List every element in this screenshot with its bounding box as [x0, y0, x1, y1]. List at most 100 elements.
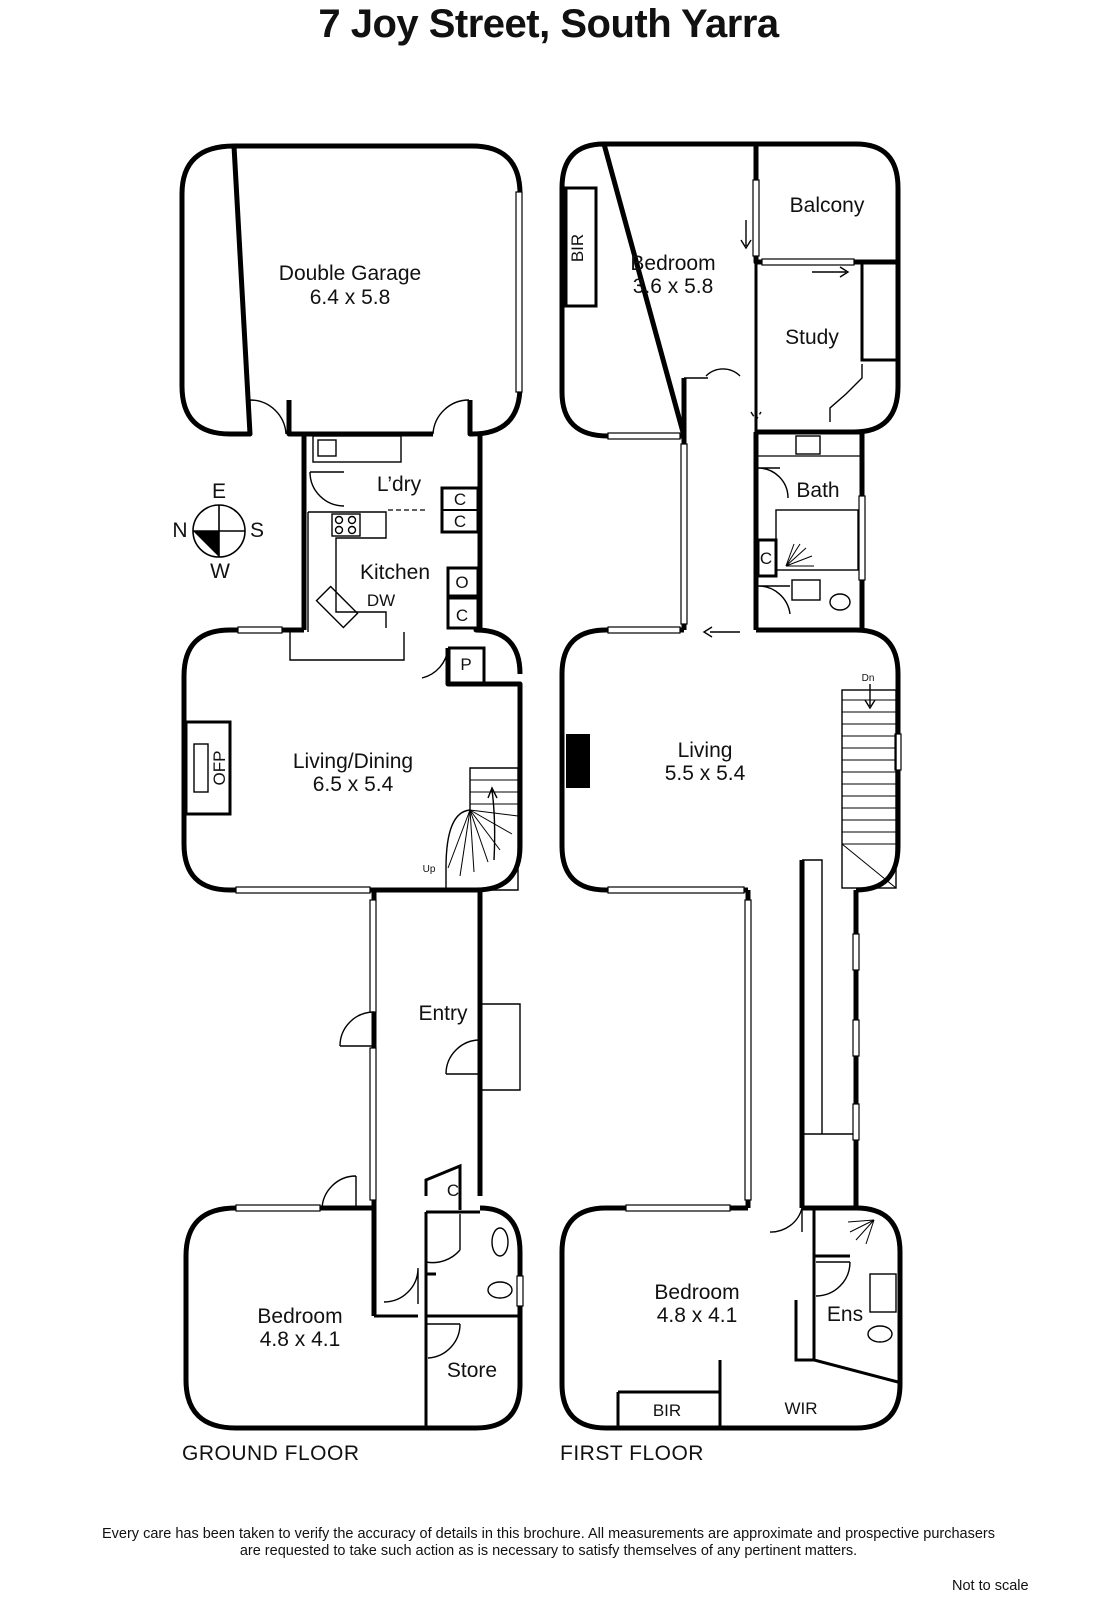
burner-2: [347, 515, 357, 525]
fireplace-outer: [184, 720, 232, 816]
garage-door-swing-right: [432, 399, 470, 435]
ofp-label: OFP: [210, 751, 229, 786]
oven-label: O: [455, 573, 468, 592]
disclaimer: Every care has been taken to verify the …: [0, 1526, 1097, 1560]
bedroom-walls: [183, 1205, 523, 1431]
ens-door-swing: [815, 1261, 851, 1297]
ens-label: Ens: [827, 1303, 863, 1326]
bedroom2-door-swing: [769, 1207, 803, 1233]
compass-e: E: [212, 480, 226, 503]
wc-basin: [791, 579, 821, 601]
fireplace: [566, 734, 590, 788]
entry-label: Entry: [418, 1002, 468, 1025]
wc-toilet-1: [491, 1227, 509, 1257]
cupboard-label-1: C: [454, 490, 466, 509]
compass-pointer: [193, 531, 219, 557]
bath-window: [858, 495, 866, 581]
cupboard-label-3: C: [456, 606, 468, 625]
wc-toilet-2: [487, 1281, 513, 1299]
study-door: [761, 258, 855, 266]
cupboard-label-2: C: [454, 512, 466, 531]
entry-window-upper: [369, 899, 377, 1013]
disclaimer-line-1: Every care has been taken to verify the …: [101, 1526, 995, 1542]
first-living-window-top: [607, 626, 681, 634]
ground-stair: [445, 767, 519, 891]
living-window-bottom: [235, 886, 371, 894]
floor-plan: E N S W Double Garage 6.4 x 5.8 L’dry C …: [172, 141, 903, 1465]
ground-floor: [179, 143, 524, 1431]
bath-label: Bath: [796, 479, 839, 502]
disclaimer-line-2: are requested to take such action as is …: [239, 1543, 858, 1559]
living-walls: [181, 627, 523, 893]
entry-window-lower: [369, 1047, 377, 1201]
burner-3: [334, 525, 344, 535]
hall-door-swing: [383, 1267, 419, 1304]
kitchen-sink: [315, 585, 359, 629]
bir-closet: [564, 186, 598, 308]
page-title: 7 Joy Street, South Yarra: [318, 2, 779, 46]
first-side-window-2: [852, 1019, 860, 1057]
pantry-label: P: [460, 655, 471, 674]
store-walls: [424, 1314, 520, 1428]
bedroom2-window: [625, 1204, 731, 1212]
bedroom1-size: 3.6 x 5.8: [633, 275, 714, 298]
bir-label-2: BIR: [653, 1401, 681, 1420]
oven-box: [446, 566, 480, 598]
up-label: Up: [423, 864, 436, 875]
bath-cupboard: [756, 538, 778, 578]
laundry-tub: [312, 435, 402, 463]
garage-door: [515, 191, 523, 393]
bedroom-window: [235, 1204, 321, 1212]
first-living-name: Living: [678, 739, 733, 762]
burner-1: [334, 515, 344, 525]
fireplace-inner: [193, 743, 209, 793]
first-side-window-3: [852, 1103, 860, 1141]
hall-cupboard: [424, 1163, 462, 1210]
bedroom-size: 4.8 x 4.1: [260, 1328, 341, 1351]
store-label: Store: [447, 1359, 497, 1382]
living-name: Living/Dining: [293, 750, 413, 773]
living-size: 6.5 x 5.4: [313, 773, 394, 796]
bir-label: BIR: [568, 234, 587, 262]
compass: [192, 504, 246, 558]
bath-vanity: [795, 435, 821, 455]
stair-arrow: [487, 786, 498, 861]
compass-s: S: [250, 519, 264, 542]
labels: E N S W Double Garage 6.4 x 5.8 L’dry C …: [172, 194, 874, 1465]
bedroom1-name: Bedroom: [630, 252, 715, 275]
bath-window: [516, 1275, 524, 1307]
wc-door-swing-2: [757, 585, 791, 615]
porch: [480, 1003, 521, 1091]
dn-arrow: [864, 684, 876, 710]
first-floor-label: FIRST FLOOR: [560, 1442, 704, 1465]
first-hall-walls: [681, 378, 759, 630]
first-stair: [841, 689, 897, 889]
first-living-size: 5.5 x 5.4: [665, 762, 746, 785]
not-to-scale-note: Not to scale: [952, 1578, 1029, 1594]
first-side-window-1: [852, 933, 860, 971]
first-hall-window: [744, 899, 752, 1201]
wc-toilet-3: [829, 593, 851, 611]
ens-shower-head: [847, 1219, 875, 1245]
study-bevel: [829, 364, 863, 422]
bathroom-walls: [424, 1210, 480, 1316]
hall-window: [680, 443, 688, 625]
cooktop: [331, 513, 361, 537]
bedroom1-door-swing: [684, 368, 741, 379]
bedroom2-walls: [559, 1205, 903, 1431]
compass-n: N: [172, 519, 187, 542]
kitchen-walls: [301, 434, 483, 630]
first-stair-treads: [841, 699, 897, 889]
first-living-window-bottom: [607, 886, 745, 894]
first-long-hall: [745, 860, 859, 1208]
store-door-swing: [426, 1323, 461, 1359]
balcony-door: [752, 179, 760, 257]
laundry-sink: [317, 439, 337, 457]
study-dash: [750, 386, 762, 422]
wir-walls: [616, 1300, 814, 1428]
garage-size: 6.4 x 5.8: [310, 286, 391, 309]
wir-label: WIR: [784, 1399, 817, 1418]
cupboard-box-2: [446, 596, 480, 630]
hall-arrow: [702, 626, 740, 638]
first-living-window-right: [894, 733, 902, 771]
